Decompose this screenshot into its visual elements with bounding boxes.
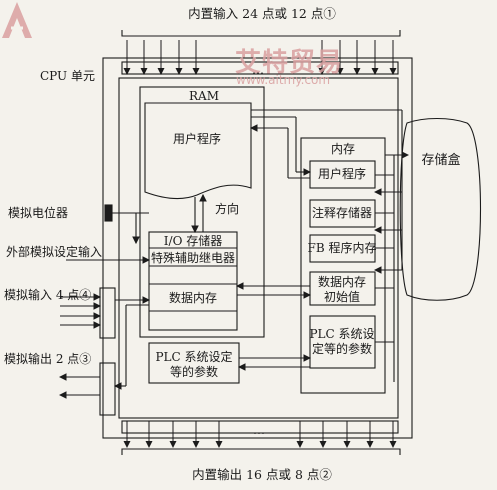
flash-title-label: 内存	[330, 142, 356, 156]
watermark-brand: 艾特贸易	[235, 48, 344, 78]
analog-output-label: 模拟输出 2 点③	[4, 352, 92, 366]
special-relay-label: 特殊辅助继电器	[150, 251, 236, 265]
input-terminal-strip	[121, 61, 399, 75]
flash-plc-settings-label: PLC 系统设定等的参数	[309, 327, 375, 356]
plc-settings-box	[148, 342, 240, 384]
output-terminal-strip	[121, 420, 399, 434]
watermark-logo-icon	[2, 2, 32, 38]
data-memory-label: 数据内存	[168, 291, 218, 305]
cpu-unit-frame	[102, 57, 413, 439]
memory-cassette-shape	[399, 117, 482, 301]
fb-program-label: FB 程序内存	[307, 241, 377, 255]
analog-output-connector	[99, 362, 116, 416]
bottom-brace	[121, 448, 401, 455]
flash-memory-region	[300, 137, 386, 394]
bottom-output-label: 内置输出 16 点或 8 点②	[192, 467, 332, 482]
cpu-inner-frame	[118, 77, 399, 419]
top-brace	[121, 30, 401, 37]
ext-analog-input-label: 外部模拟设定输入	[6, 245, 103, 259]
top-input-label: 内置输入 24 点或 12 点①	[188, 6, 336, 21]
plc-settings-label: PLC 系统设定等的参数	[155, 350, 233, 379]
analog-pot-connector	[104, 204, 113, 222]
analog-input-connector	[99, 287, 116, 339]
top-ellipsis: …	[252, 63, 264, 77]
user-program-label: 用户程序	[172, 132, 222, 146]
analog-pot-label: 模拟电位器	[8, 206, 69, 220]
output-arrows	[123, 421, 397, 448]
watermark-url: www.aitmy.com	[236, 73, 331, 87]
ram-region	[139, 86, 265, 338]
comment-memory-label: 注释存储器	[311, 206, 373, 220]
ram-label: RAM	[189, 89, 219, 103]
dm-initial-label: 数据内存初始值	[317, 275, 367, 304]
input-arrows	[123, 40, 397, 75]
memory-cassette-label: 存储盒	[421, 153, 461, 168]
bottom-ellipsis: …	[253, 423, 265, 437]
direction-label: 方向	[215, 202, 240, 216]
flash-user-program-label: 用户程序	[317, 167, 367, 181]
cpu-unit-label: CPU 单元	[40, 69, 95, 83]
io-memory-label: I/O 存储器	[163, 234, 223, 248]
analog-input-label: 模拟输入 4 点④	[4, 288, 92, 302]
user-program-doc	[144, 102, 252, 200]
